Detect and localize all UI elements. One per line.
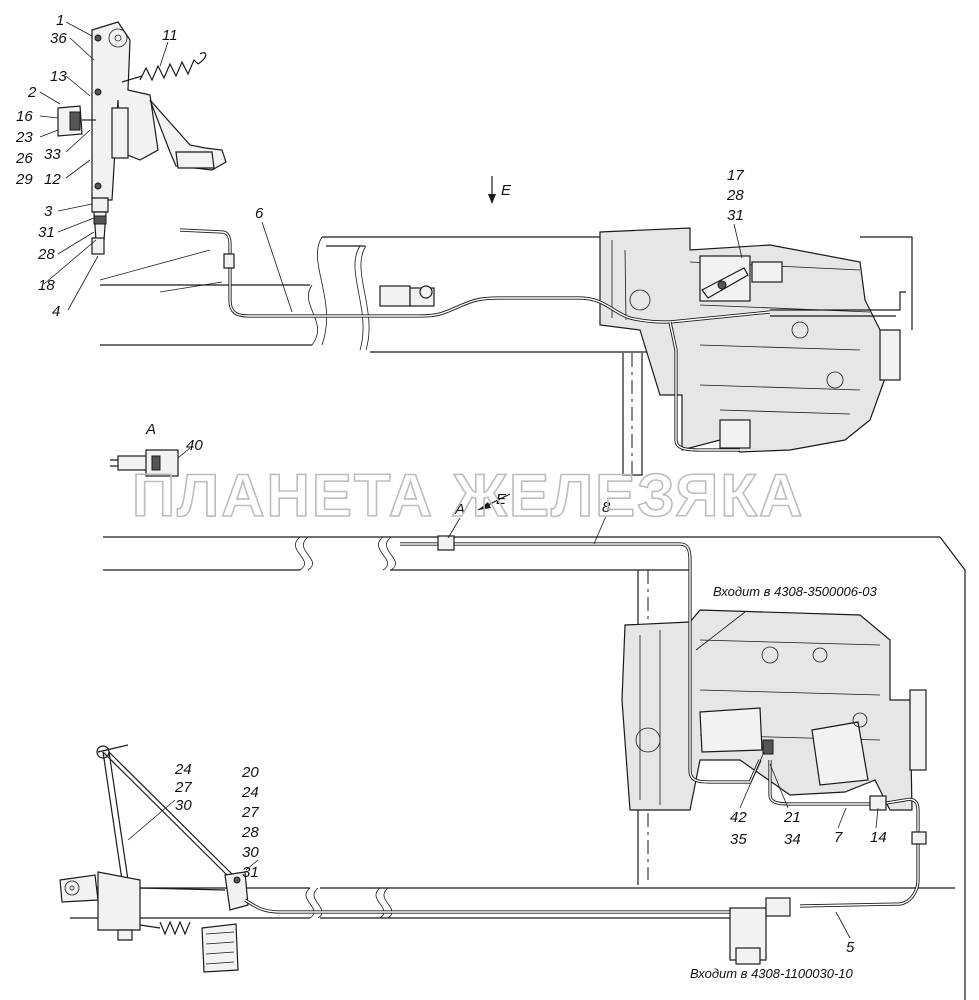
callout-42: 42 <box>730 809 747 826</box>
detail-a-view <box>110 447 191 477</box>
callout-30-b: 30 <box>242 844 259 861</box>
pipe-a-label: A <box>454 501 465 518</box>
callout-36: 36 <box>50 30 67 47</box>
callout-5: 5 <box>846 939 855 956</box>
watermark-text: ПЛАНЕТА ЖЕЛЕЗЯКА <box>132 462 804 529</box>
callout-30-a: 30 <box>175 797 192 814</box>
callout-12: 12 <box>44 171 61 188</box>
callout-35: 35 <box>730 831 747 848</box>
callout-20-b: 20 <box>241 764 259 781</box>
upper-frame <box>99 236 913 353</box>
clutch-pedal-assembly-bottom <box>59 744 259 973</box>
callout-21: 21 <box>783 809 801 826</box>
clutch-pedal-assembly-top <box>57 21 227 255</box>
callout-23: 23 <box>15 129 33 146</box>
upper-labels: 6 17 28 31 <box>255 167 744 313</box>
callout-13: 13 <box>50 68 67 85</box>
callout-34: 34 <box>784 831 801 848</box>
callout-29: 29 <box>15 171 33 188</box>
callout-6: 6 <box>255 205 264 222</box>
callout-31-b: 31 <box>242 864 259 881</box>
callout-28-b: 28 <box>241 824 259 841</box>
return-spring <box>139 52 207 82</box>
detail-a-title: A <box>145 421 156 438</box>
gearbox-kit-note: Входит в 4308-3500006-03 <box>713 584 877 599</box>
lower-labels: Входит в 4308-3500006-03 24 27 30 20 24 … <box>174 584 887 981</box>
callout-31-top: 31 <box>727 207 744 224</box>
callout-31: 31 <box>38 224 55 241</box>
callout-8: 8 <box>602 499 611 516</box>
callout-24-b: 24 <box>241 784 259 801</box>
callout-27-b: 27 <box>241 804 259 821</box>
callout-28: 28 <box>37 246 55 263</box>
callout-3: 3 <box>44 203 53 220</box>
callout-18: 18 <box>38 277 55 294</box>
callout-1: 1 <box>56 12 64 29</box>
valve-kit-note: Входит в 4308-1100030-10 <box>690 966 854 981</box>
callout-16: 16 <box>16 108 33 125</box>
detail-a-labels: A 40 <box>145 421 203 454</box>
top-pedal-labels: 1 36 13 2 16 23 26 29 33 12 3 31 28 18 4… <box>15 12 178 320</box>
callout-11: 11 <box>162 27 178 44</box>
gearbox-upper <box>599 227 906 453</box>
top-pedal-leaders <box>39 21 169 311</box>
callout-2: 2 <box>27 84 37 101</box>
callout-26: 26 <box>15 150 33 167</box>
callout-4: 4 <box>52 303 60 320</box>
callout-7: 7 <box>834 829 843 846</box>
view-e-indicator: E <box>488 176 512 204</box>
callout-14: 14 <box>870 829 887 846</box>
view-e-label: E <box>501 182 512 199</box>
hydraulic-pipes <box>139 228 927 965</box>
callout-40: 40 <box>186 437 203 454</box>
gearbox-lower <box>621 609 927 811</box>
pipe-e-label: E <box>496 491 507 508</box>
callout-24-a: 24 <box>174 761 192 778</box>
callout-27-a: 27 <box>174 779 192 796</box>
middle-labels: A E 8 <box>447 491 611 545</box>
callout-28-top: 28 <box>726 187 744 204</box>
callout-33: 33 <box>44 146 61 163</box>
callout-17: 17 <box>727 167 744 184</box>
